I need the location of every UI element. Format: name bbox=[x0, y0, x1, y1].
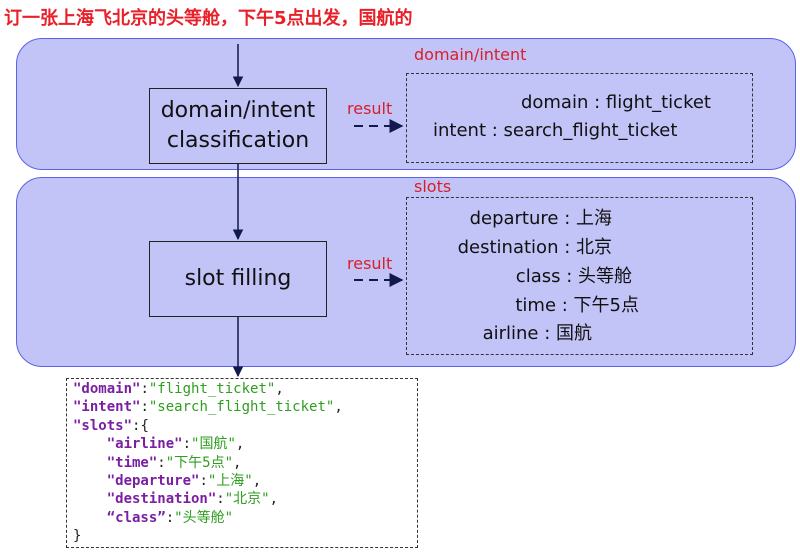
result-sep: : bbox=[558, 237, 576, 258]
result-sep: : bbox=[558, 208, 576, 229]
result-value: 下午5点 bbox=[573, 295, 639, 316]
json-value: "search_flight_ticket" bbox=[148, 399, 335, 416]
intent-result-label: result bbox=[347, 99, 393, 118]
result-key: intent bbox=[433, 120, 487, 141]
json-value: "国航" bbox=[191, 436, 236, 453]
query-heading: 订一张上海飞北京的头等舱，下午5点出发，国航的 bbox=[4, 8, 413, 29]
intent-process-line-1: domain/intent bbox=[160, 98, 316, 123]
slots-band-label: slots bbox=[414, 177, 452, 196]
json-value: "北京" bbox=[224, 491, 270, 508]
result-key: destination bbox=[457, 237, 559, 258]
json-key: "departure" bbox=[106, 473, 200, 490]
slots-result-label: result bbox=[347, 254, 393, 273]
slot-filling-box: slot filling bbox=[149, 241, 327, 317]
json-key: "time" bbox=[106, 454, 158, 471]
json-close-brace: } bbox=[73, 528, 82, 545]
json-key: "airline" bbox=[106, 436, 183, 453]
result-sep: : bbox=[556, 295, 574, 316]
result-sep: : bbox=[538, 323, 556, 344]
json-key: "destination" bbox=[106, 491, 217, 508]
result-key: domain bbox=[520, 92, 589, 113]
json-value: "头等舱" bbox=[174, 509, 234, 526]
slot-result-row: time : 下午5点 bbox=[515, 292, 639, 320]
json-key: "domain" bbox=[73, 381, 141, 397]
intent-result-row: domain : flight_ticket bbox=[521, 89, 711, 117]
result-value: 北京 bbox=[576, 237, 612, 258]
slot-result-row: destination : 北京 bbox=[458, 234, 612, 262]
intent-classification-box: domain/intent classification bbox=[149, 88, 327, 164]
intent-result-row: intent : search_flight_ticket bbox=[433, 117, 677, 145]
result-sep: : bbox=[588, 92, 606, 113]
json-key: "intent" bbox=[73, 399, 141, 416]
result-value: 国航 bbox=[556, 323, 592, 344]
json-value: "下午5点" bbox=[165, 454, 234, 471]
json-key: "slots" bbox=[73, 417, 133, 434]
slot-result-row: airline : 国航 bbox=[483, 320, 592, 348]
intent-band-label: domain/intent bbox=[414, 45, 527, 64]
result-value: search_flight_ticket bbox=[503, 120, 678, 141]
result-key: time bbox=[515, 295, 557, 316]
result-value: 头等舱 bbox=[578, 266, 632, 287]
slots-result-box: departure : 上海 destination : 北京 class : … bbox=[406, 197, 753, 355]
result-value: flight_ticket bbox=[605, 92, 711, 113]
intent-result-box: domain : flight_ticket intent : search_f… bbox=[406, 73, 753, 163]
result-key: airline bbox=[482, 323, 539, 344]
slot-result-row: departure : 上海 bbox=[470, 205, 612, 233]
json-output-box: "domain":"flight_ticket", "intent":"sear… bbox=[66, 378, 418, 548]
intent-process-line-2: classification bbox=[166, 128, 310, 153]
result-sep: : bbox=[486, 120, 504, 141]
slot-process-line: slot filling bbox=[184, 266, 292, 291]
result-sep: : bbox=[560, 266, 578, 287]
result-key: departure bbox=[469, 208, 559, 229]
slot-result-row: class : 头等舱 bbox=[516, 263, 632, 291]
json-value: "上海" bbox=[207, 473, 253, 490]
json-key: “class” bbox=[106, 509, 166, 526]
result-value: 上海 bbox=[576, 208, 612, 229]
result-key: class bbox=[515, 266, 561, 287]
json-value: "flight_ticket" bbox=[148, 381, 276, 397]
